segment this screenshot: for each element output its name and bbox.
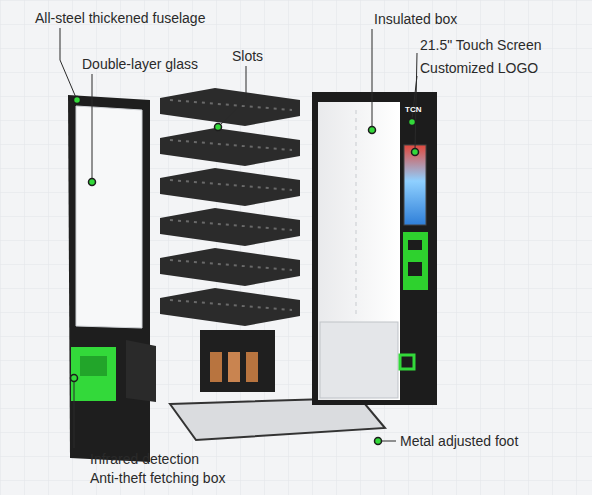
callout-dots: [71, 97, 419, 445]
fetching-box: [71, 347, 116, 401]
leader-line: [92, 74, 93, 180]
slot-tray: [160, 128, 300, 166]
callout-dot: [412, 149, 419, 156]
insulated-box: [318, 102, 400, 400]
callout-dot: [71, 375, 78, 382]
callout-dot: [74, 97, 81, 104]
door-frame: [68, 95, 150, 462]
slot-spirals: [170, 100, 292, 310]
callout-dot: [215, 124, 222, 131]
callout-dot: [89, 179, 96, 186]
copper-coil: [210, 352, 222, 382]
leader-line: [372, 29, 373, 130]
copper-coil: [246, 352, 258, 382]
rail: [356, 110, 357, 315]
copper-coil: [228, 352, 240, 382]
card-reader: [408, 240, 422, 250]
part-label: Customized LOGO: [420, 60, 538, 76]
part-label: Metal adjusted foot: [400, 433, 518, 449]
part-label: All-steel thickened fuselage: [35, 10, 205, 26]
leader-line: [74, 380, 75, 448]
slot-tray: [160, 168, 300, 206]
compressor-bay: [320, 322, 398, 398]
payment-panel: [403, 232, 428, 290]
part-label: Insulated box: [374, 11, 457, 27]
logo-text: TCN: [405, 105, 421, 114]
slot-tray: [160, 288, 300, 326]
slots: [160, 88, 300, 326]
part-label: Slots: [232, 48, 263, 64]
part-label: Anti-theft fetching box: [90, 470, 225, 486]
callout-dot: [369, 127, 376, 134]
cabinet: [312, 92, 437, 405]
callout-dot: [409, 119, 416, 126]
motor-unit: [200, 330, 275, 392]
fetching-box-flap: [80, 356, 107, 376]
slot-tray: [160, 248, 300, 286]
part-label: 21.5" Touch Screen: [420, 37, 541, 53]
motor-housing: [200, 330, 275, 392]
slot-tray: [160, 208, 300, 246]
leader-line: [380, 441, 396, 442]
cabinet-body: [312, 92, 437, 405]
part-label: Infrared detection: [90, 451, 199, 467]
leader-lines: [60, 28, 417, 448]
part-label: Double-layer glass: [82, 56, 198, 72]
leader-line: [415, 53, 417, 150]
double-glass: [76, 106, 142, 328]
anti-theft-flap: [126, 340, 156, 402]
keypad: [408, 262, 422, 276]
slot-tray: [160, 88, 300, 126]
callout-dot: [375, 438, 382, 445]
leader-line: [218, 66, 246, 127]
leader-line: [60, 28, 77, 100]
pickup-sensor: [400, 355, 414, 369]
touch-screen: [404, 145, 426, 225]
door: [68, 95, 156, 462]
